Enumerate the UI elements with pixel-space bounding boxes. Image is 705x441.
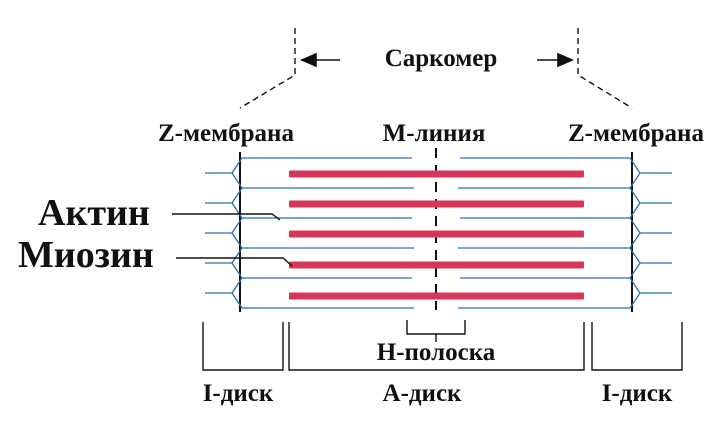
a-disk-label: А-диск: [383, 380, 463, 407]
i-disk-left-bracket: [202, 322, 284, 371]
actin-label: Актин: [38, 192, 150, 234]
m-line-label: М-линия: [383, 120, 486, 147]
z-membrane-right-label: Z-мембрана: [568, 120, 704, 147]
disk-brackets: [202, 322, 683, 371]
myosin-filaments: [289, 170, 584, 300]
myosin-filament: [289, 292, 584, 300]
myosin-leader-line: [176, 257, 293, 267]
myosin-filament: [289, 261, 584, 269]
sarcomere-bracket: [239, 28, 633, 109]
myosin-filament: [289, 230, 584, 238]
h-band-bracket: [406, 320, 466, 342]
actin-leader-line: [172, 213, 281, 221]
actin-filaments: [205, 157, 672, 309]
sarcomere-arrows: [299, 52, 575, 68]
myosin-filament: [289, 200, 584, 208]
myosin-label: Миозин: [18, 234, 154, 276]
label-leader-lines: [172, 213, 293, 267]
myosin-filament: [289, 170, 584, 178]
i-disk-left-label: I-диск: [203, 380, 274, 407]
h-band-label: Н-полоска: [377, 339, 496, 366]
a-disk-bracket: [288, 322, 585, 371]
i-disk-right-label: I-диск: [602, 380, 673, 407]
sarcomere-label: Саркомер: [385, 45, 498, 72]
i-disk-right-bracket: [591, 322, 683, 371]
z-membrane-left-label: Z-мембрана: [158, 120, 294, 147]
